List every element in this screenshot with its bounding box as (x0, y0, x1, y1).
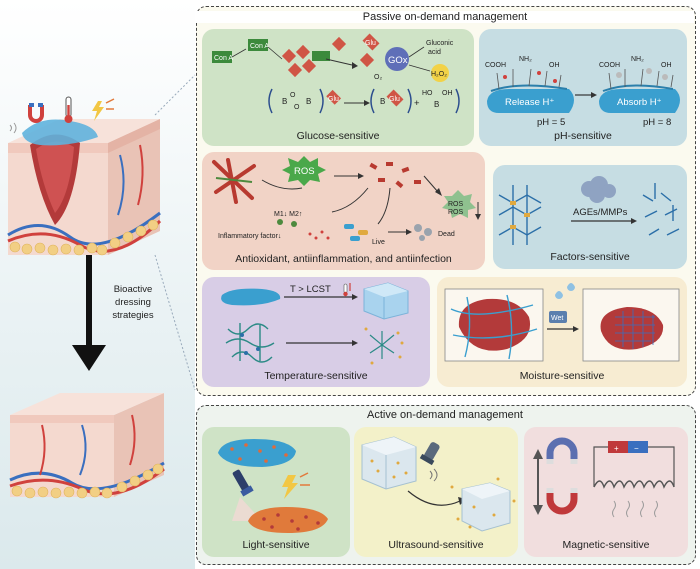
moisture-panel: Wet Moisture-sensitive (437, 277, 687, 387)
cooh-label-2: COOH (599, 62, 620, 69)
arrow-label: Bioactive dressing strategies (98, 283, 168, 322)
glu-label-1: Glu (365, 40, 376, 47)
light-panel: Light-sensitive (202, 427, 350, 557)
ultrasound-label: Ultrasound-sensitive (388, 539, 484, 551)
ultrasound-diagram (361, 436, 516, 532)
oh-label: OH (442, 90, 453, 97)
active-title: Active on-demand management (367, 409, 523, 421)
battery-minus-sign: − (634, 444, 639, 453)
antioxidant-diagram: ROS ROS ROS M1↓ M2↑ Inflammatory factor↓… (212, 156, 481, 246)
temperature-panel: T > LCST Temperature-sensitive (202, 277, 430, 387)
moisture-diagram: Wet (444, 283, 680, 362)
glu-label-2: Glu (328, 96, 339, 103)
gluconic-line-1: Gluconic (426, 40, 454, 47)
ros-label-1: ROS (294, 166, 315, 177)
gluconic-line-2: acid (428, 49, 441, 56)
magnetic-label: Magnetic-sensitive (562, 539, 650, 551)
connector-lines (154, 74, 196, 391)
temperature-label: Temperature-sensitive (264, 370, 368, 382)
plus-sign: + (414, 98, 420, 109)
magnetic-panel: + − Magnetic-sensitive (524, 427, 688, 557)
gox-label: GOx (388, 55, 408, 66)
ros-label-2: ROS (448, 201, 464, 208)
battery-plus-sign: + (614, 444, 619, 453)
cooh-label-1: COOH (485, 62, 506, 69)
nh2-label-2: NH₂ (631, 56, 644, 63)
ultrasound-panel: Ultrasound-sensitive (354, 427, 518, 557)
nh2-label-1: NH₂ (519, 56, 532, 63)
factors-diagram: AGEs/MMPs (498, 176, 680, 245)
m1m2-label: M1↓ M2↑ (274, 211, 302, 218)
ho-label: HO (422, 90, 433, 97)
moisture-label: Moisture-sensitive (519, 370, 605, 382)
wet-label: Wet (551, 315, 563, 322)
lcst-label: T > LCST (290, 284, 331, 295)
o-label-2: O (294, 104, 300, 111)
ph5-label: pH = 5 (537, 117, 565, 128)
temperature-diagram: T > LCST (221, 282, 409, 365)
boron-label-1: B (282, 97, 287, 106)
ph8-label: pH = 8 (643, 117, 671, 128)
con-a-label-2: Con A (250, 43, 269, 50)
bioactive-arrow (86, 255, 92, 350)
glu-label-3: Glu (389, 96, 400, 103)
glucose-panel: Con A Con A GOx Glu O₂ Gluconic acid H₂O… (202, 29, 474, 146)
arrow-label-line-2: dressing (115, 297, 151, 308)
factors-panel: AGEs/MMPs Factors-sensitive (493, 165, 687, 269)
boron-label-3: B (380, 97, 385, 106)
h2o2-label: H₂O₂ (431, 71, 447, 78)
ages-label: AGEs/MMPs (573, 207, 628, 218)
absorb-label: Absorb H⁺ (617, 97, 662, 108)
oh-label-ph-1: OH (549, 62, 560, 69)
ros-label-3: ROS (448, 209, 464, 216)
dead-label: Dead (438, 231, 455, 238)
boron-label-2: B (306, 97, 311, 106)
glucose-label: Glucose-sensitive (296, 130, 380, 142)
healed-skin-illustration (9, 393, 165, 499)
arrow-label-line-3: strategies (112, 310, 154, 321)
ph-label: pH-sensitive (554, 130, 612, 142)
o-label-1: O (290, 92, 296, 99)
ph-diagram: COOH NH₂ OH Release H⁺ COOH NH₂ OH Absor… (485, 56, 680, 128)
oh-label-ph-2: OH (661, 62, 672, 69)
light-diagram (218, 439, 328, 533)
antioxidant-panel: ROS ROS ROS M1↓ M2↑ Inflammatory factor↓… (202, 152, 485, 270)
arrow-label-line-1: Bioactive (113, 284, 153, 295)
antioxidant-label: Antioxidant, antiinflammation, and antii… (235, 253, 452, 265)
light-label: Light-sensitive (242, 539, 310, 551)
ph-panel: COOH NH₂ OH Release H⁺ COOH NH₂ OH Absor… (479, 29, 687, 146)
boron-label-4: B (434, 100, 439, 109)
o2-label: O₂ (374, 74, 382, 81)
release-label: Release H⁺ (505, 97, 554, 108)
magnetic-diagram: + − (533, 437, 675, 518)
con-a-label-1: Con A (214, 55, 233, 62)
glucose-diagram: Con A Con A GOx Glu O₂ Gluconic acid H₂O… (212, 33, 460, 114)
live-label: Live (372, 239, 385, 246)
arrow-head (72, 345, 106, 371)
passive-title: Passive on-demand management (196, 11, 694, 23)
inflam-label: Inflammatory factor↓ (218, 233, 281, 240)
skin-wound-illustration (7, 96, 162, 256)
factors-label: Factors-sensitive (550, 251, 630, 263)
